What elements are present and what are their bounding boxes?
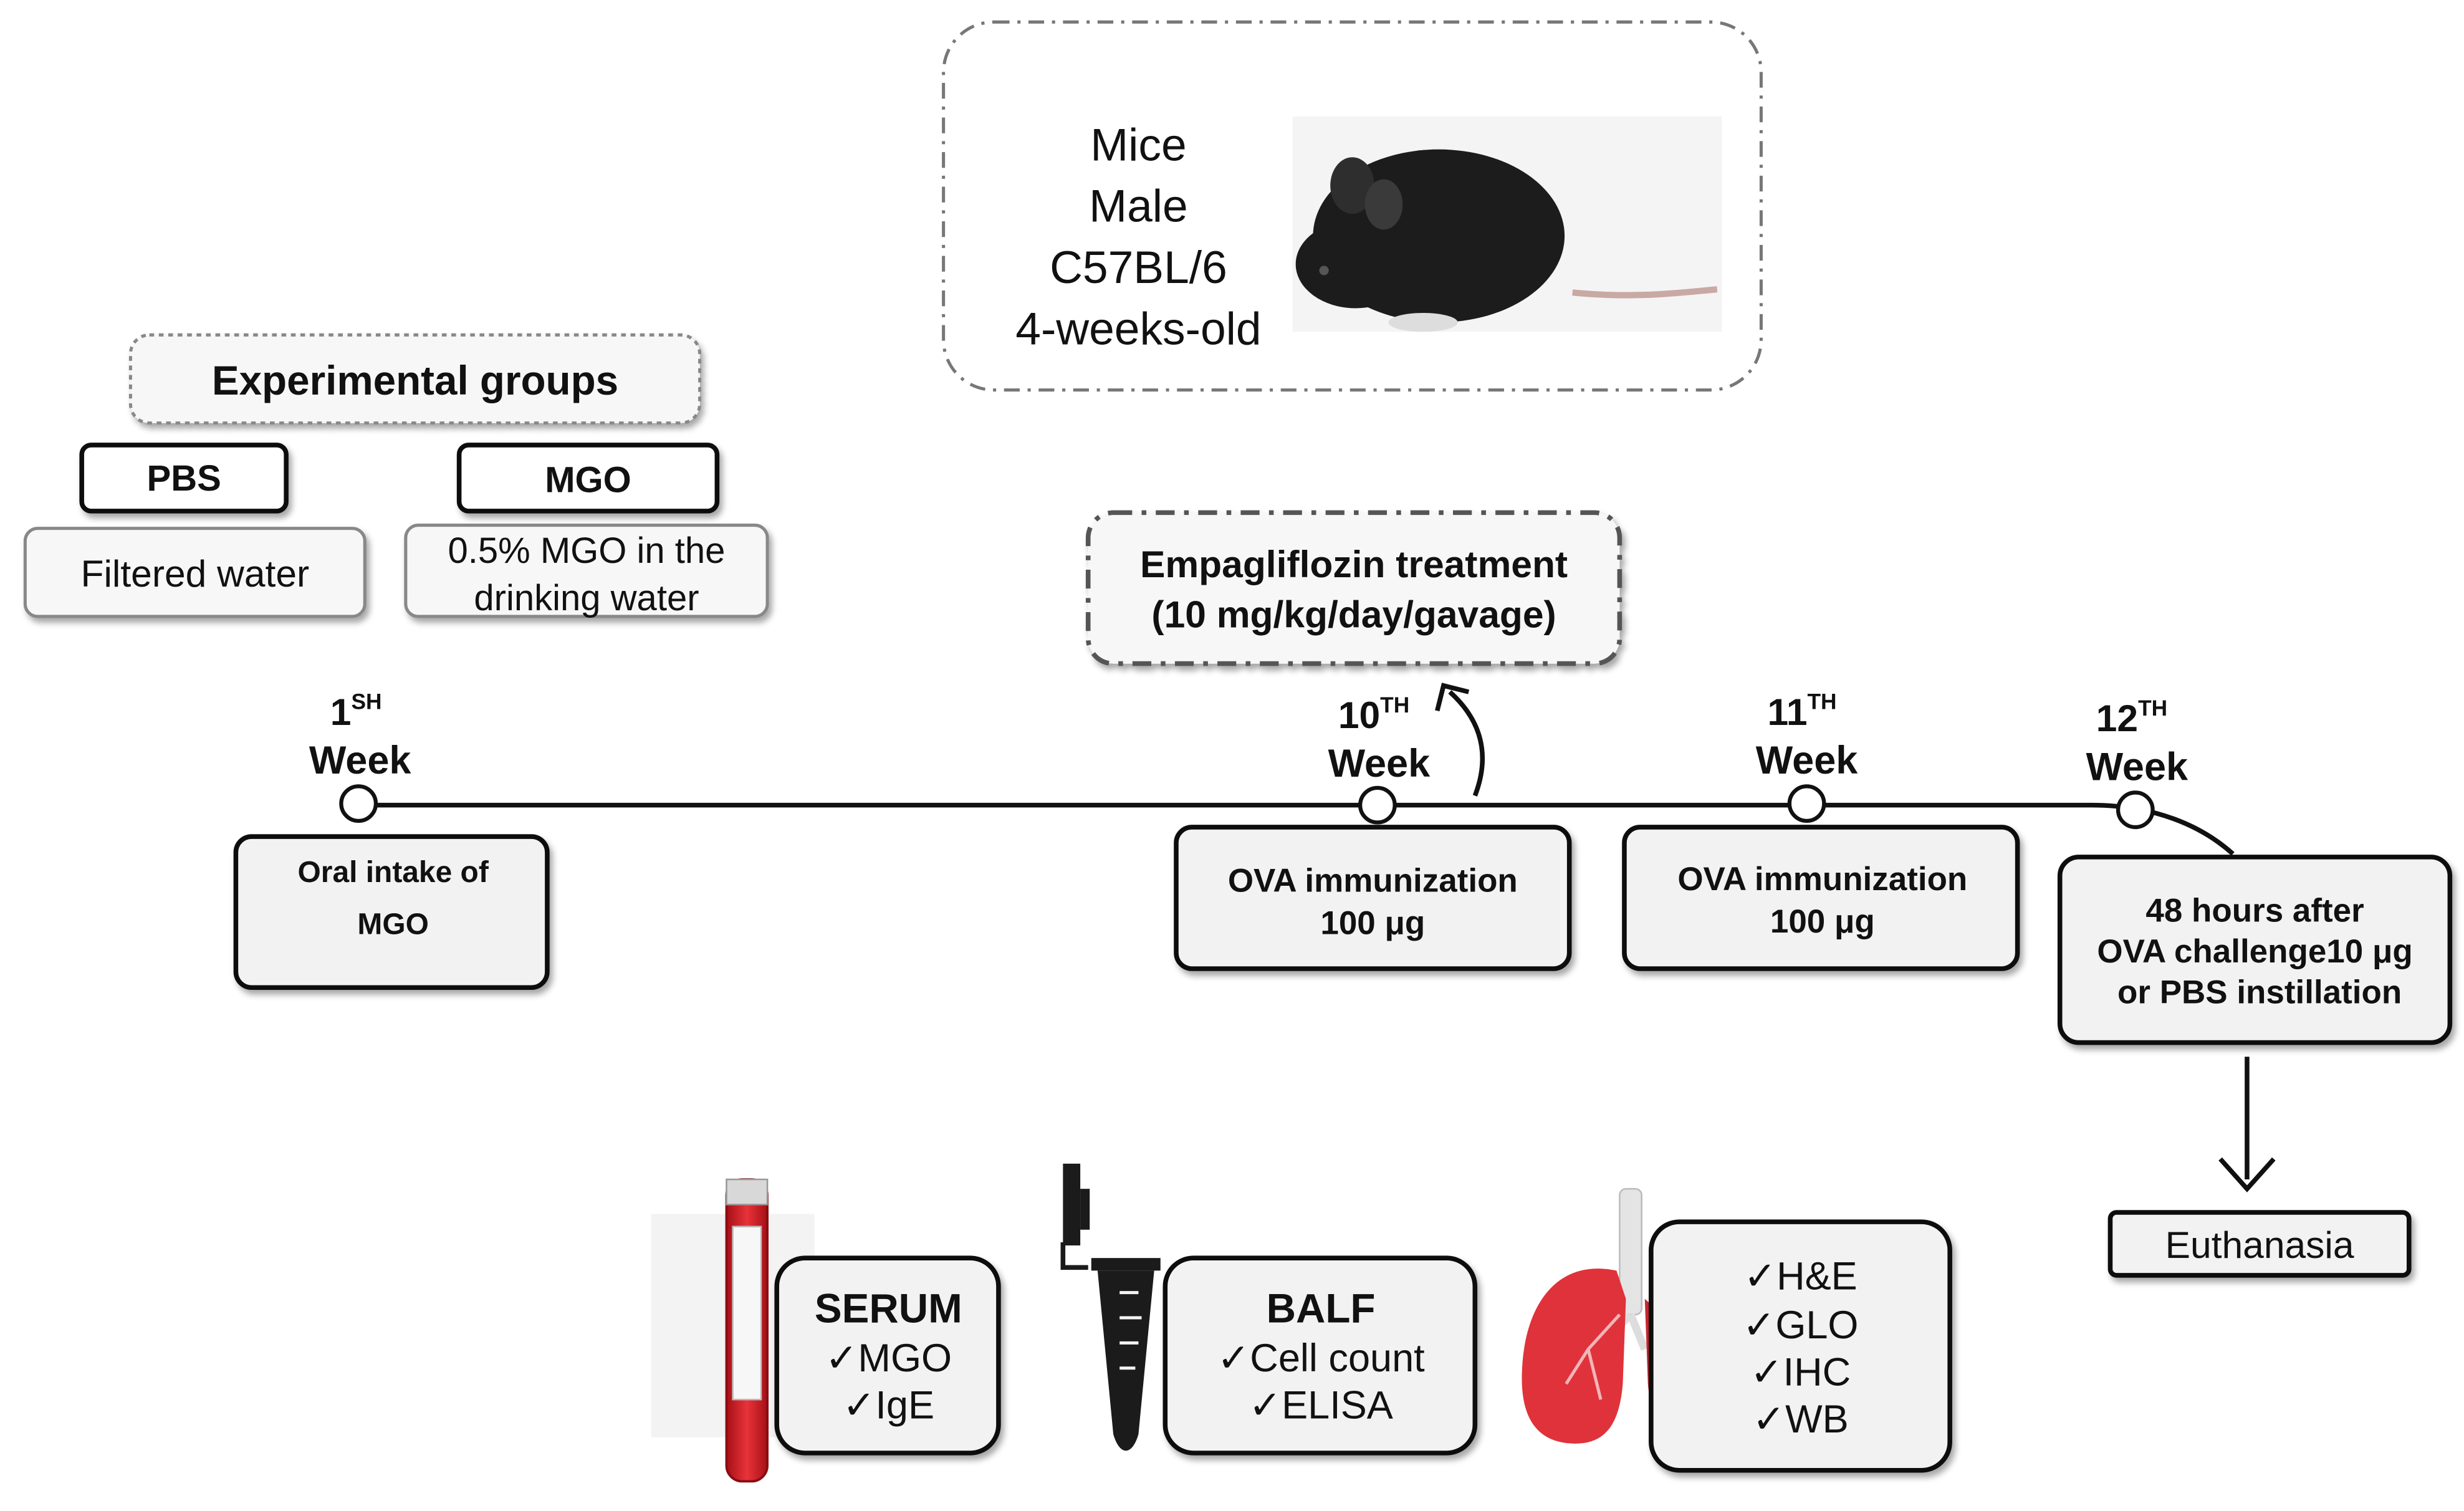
lung-analysis-box xyxy=(1649,1219,1952,1473)
week-10-box-line1: OVA immunization xyxy=(1228,862,1518,899)
week-12-box-line3: or PBS instillation xyxy=(2117,974,2402,1010)
week-11-number: 11TH xyxy=(1768,690,1837,733)
euthanasia-arrow-head xyxy=(2218,1157,2276,1192)
mice-panel-border xyxy=(942,20,1763,392)
mgo-group-desc-line1: 0.5% MGO in the xyxy=(448,530,725,571)
mice-info-panel: Mice Male C57BL/6 4-weeks-old xyxy=(942,20,1763,392)
week-1-node xyxy=(339,784,378,823)
empagliflozin-title: Empagliflozin treatment xyxy=(1140,543,1568,585)
balf-item-cell-count: ✓Cell count xyxy=(1217,1336,1425,1380)
week-12-box-line1: 48 hours after xyxy=(2145,892,2364,929)
week-11-node xyxy=(1787,784,1826,823)
week-12-box-line2: OVA challenge10 μg xyxy=(2097,933,2412,970)
serum-item-mgo: ✓MGO xyxy=(825,1336,952,1380)
empagliflozin-arrow xyxy=(1448,690,1485,797)
mgo-desc-box xyxy=(404,524,769,618)
mice-line-age: 4-weeks-old xyxy=(1015,303,1261,354)
pbs-group-name: PBS xyxy=(147,458,221,499)
lung-item-he: ✓H&E xyxy=(1743,1255,1857,1298)
serum-item-ige: ✓IgE xyxy=(843,1383,934,1427)
mgo-label-box xyxy=(456,443,720,514)
week-12-node xyxy=(2116,790,2155,830)
week-10-box xyxy=(1174,825,1572,971)
timeline-week-1: 1SH Week Oral intake of MGO xyxy=(233,690,550,991)
lung-icon xyxy=(1522,1187,1671,1444)
week-10-box-line2: 100 μg xyxy=(1320,904,1425,941)
week-1-number: 1SH xyxy=(330,690,382,733)
pbs-group-desc: Filtered water xyxy=(80,552,309,595)
week-11-box-line2: 100 μg xyxy=(1770,903,1875,940)
balf-item-elisa: ✓ELISA xyxy=(1249,1383,1393,1427)
mgo-group-name: MGO xyxy=(545,460,631,501)
week-1-box-line2: MGO xyxy=(357,908,428,941)
groups-title: Experimental groups xyxy=(212,358,618,403)
euthanasia-label: Euthanasia xyxy=(2165,1224,2354,1266)
week-1-box xyxy=(233,834,550,991)
mouse-photo xyxy=(1292,116,1722,332)
timeline-week-10: 10TH Week OVA immunization 100 μg xyxy=(1174,693,1572,971)
balf-box xyxy=(1162,1255,1478,1456)
empagliflozin-panel: Empagliflozin treatment (10 mg/kg/day/ga… xyxy=(1085,510,1623,797)
week-11-box-line1: OVA immunization xyxy=(1677,861,1967,898)
timeline-week-12: 12TH Week 48 hours after OVA challenge10… xyxy=(2057,696,2453,1045)
empagliflozin-arrow-head xyxy=(1435,683,1470,712)
mice-line-strain: C57BL/6 xyxy=(1050,242,1227,293)
serum-box xyxy=(774,1255,1001,1456)
experimental-groups: Experimental groups PBS MGO Filtered wat… xyxy=(23,333,769,618)
week-12-box xyxy=(2057,855,2453,1045)
euthanasia-box xyxy=(2107,1210,2412,1278)
timeline: 1SH Week Oral intake of MGO 10TH Week OV… xyxy=(233,690,2453,1045)
microtube-icon xyxy=(1060,1163,1161,1451)
mice-line-sex: Male xyxy=(1089,181,1188,232)
week-10-number: 10TH xyxy=(1338,693,1409,736)
week-11-label: Week xyxy=(1756,739,1858,782)
empagliflozin-dose: (10 mg/kg/day/gavage) xyxy=(1151,593,1556,636)
mgo-group-desc-line2: drinking water xyxy=(474,578,699,618)
mice-line-species: Mice xyxy=(1090,119,1186,170)
week-11-box xyxy=(1622,825,2020,971)
week-1-box-line1: Oral intake of xyxy=(298,856,489,889)
week-10-node xyxy=(1358,785,1397,825)
week-12-number: 12TH xyxy=(2096,696,2167,739)
balf-title: BALF xyxy=(1267,1286,1376,1331)
week-1-label: Week xyxy=(309,739,411,782)
lung-item-ihc: ✓IHC xyxy=(1750,1350,1851,1394)
empagliflozin-box xyxy=(1085,510,1623,666)
serum-title: SERUM xyxy=(815,1286,962,1331)
lung-item-wb: ✓WB xyxy=(1752,1398,1848,1441)
lung-item-glo: ✓GLO xyxy=(1742,1303,1858,1347)
pbs-label-box xyxy=(79,443,289,514)
week-10-label: Week xyxy=(1328,742,1431,785)
timeline-axis xyxy=(358,802,2235,856)
groups-title-box xyxy=(128,333,702,425)
analyses: SERUM ✓MGO ✓IgE BALF ✓Cell count ✓ELISA … xyxy=(651,1163,1952,1483)
euthanasia-step: Euthanasia xyxy=(2107,1057,2412,1278)
week-12-label: Week xyxy=(2086,745,2188,789)
pbs-desc-box xyxy=(23,527,367,618)
timeline-week-11: 11TH Week OVA immunization 100 μg xyxy=(1622,690,2020,971)
